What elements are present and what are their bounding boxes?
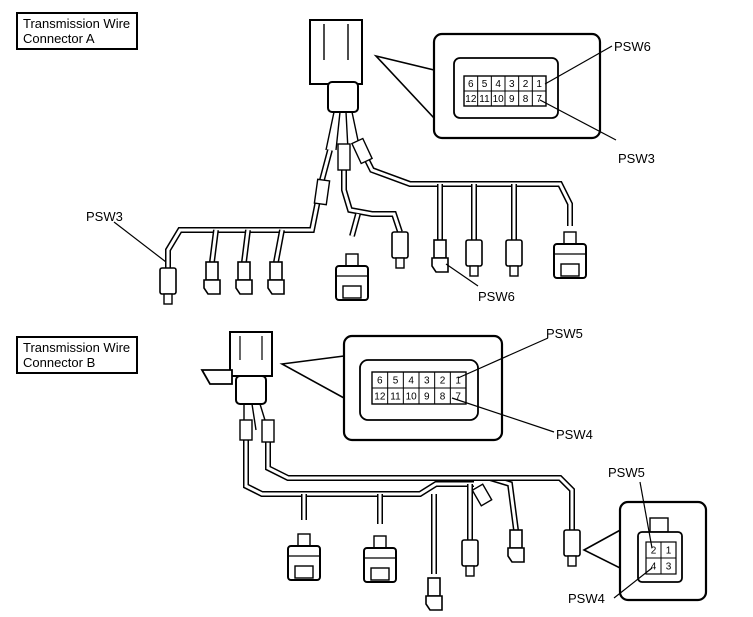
- connector-b-pin-12: 12: [374, 392, 386, 403]
- connector-a-pin-2: 2: [523, 79, 529, 90]
- connector-a-pin-8: 8: [523, 94, 529, 105]
- small-connector-pin-4: 4: [651, 562, 657, 573]
- connector-a-pin-9: 9: [509, 94, 515, 105]
- label-a-psw6-callout: PSW6: [614, 39, 651, 54]
- connector-a-pin-3: 3: [509, 79, 515, 90]
- label-small-psw4: PSW4: [568, 591, 605, 606]
- connector-b-pin-7: 7: [455, 392, 461, 403]
- connector-a-pin-4: 4: [495, 79, 501, 90]
- small-connector-pin-1: 1: [666, 546, 672, 557]
- connector-a-pin-10: 10: [493, 94, 505, 105]
- connector-a-title-line1: Transmission Wire: [23, 16, 131, 31]
- connector-a-pin-12: 12: [465, 94, 477, 105]
- connector-b-pin-1: 1: [455, 376, 461, 387]
- connector-b-title: Transmission Wire Connector B: [16, 336, 139, 374]
- connector-b-pin-5: 5: [393, 376, 399, 387]
- connector-b-pin-8: 8: [440, 392, 446, 403]
- connector-a-title-line2: Connector A: [23, 31, 95, 46]
- label-small-psw5: PSW5: [608, 465, 645, 480]
- connector-a-pin-1: 1: [536, 79, 542, 90]
- connector-b-title-line2: Connector B: [23, 355, 96, 370]
- connector-a-pin-7: 7: [536, 94, 542, 105]
- connector-b-pin-4: 4: [408, 376, 414, 387]
- connector-a-pin-6: 6: [468, 79, 474, 90]
- label-a-psw6-harness: PSW6: [478, 289, 515, 304]
- connector-a-pin-11: 11: [479, 94, 490, 105]
- connector-b-pin-2: 2: [440, 376, 446, 387]
- label-b-psw4-callout: PSW4: [556, 427, 593, 442]
- connector-a-pin-5: 5: [482, 79, 488, 90]
- label-a-psw3-harness: PSW3: [86, 209, 123, 224]
- connector-b-harness: [200, 331, 575, 574]
- connector-b-pin-3: 3: [424, 376, 430, 387]
- connector-a-plugs: [159, 231, 587, 305]
- small-connector-pin-2: 2: [651, 546, 657, 557]
- connector-a-title: Transmission Wire Connector A: [16, 12, 139, 50]
- label-b-psw5-callout: PSW5: [546, 326, 583, 341]
- label-a-psw3-callout: PSW3: [618, 151, 655, 166]
- connector-b-pin-9: 9: [424, 392, 430, 403]
- connector-b-pin-10: 10: [406, 392, 418, 403]
- small-connector-pin-3: 3: [666, 562, 672, 573]
- connector-b-title-line1: Transmission Wire: [23, 340, 131, 355]
- connector-a-harness: [165, 19, 573, 268]
- connector-b-pin-11: 11: [390, 392, 401, 403]
- connector-b-pin-6: 6: [377, 376, 383, 387]
